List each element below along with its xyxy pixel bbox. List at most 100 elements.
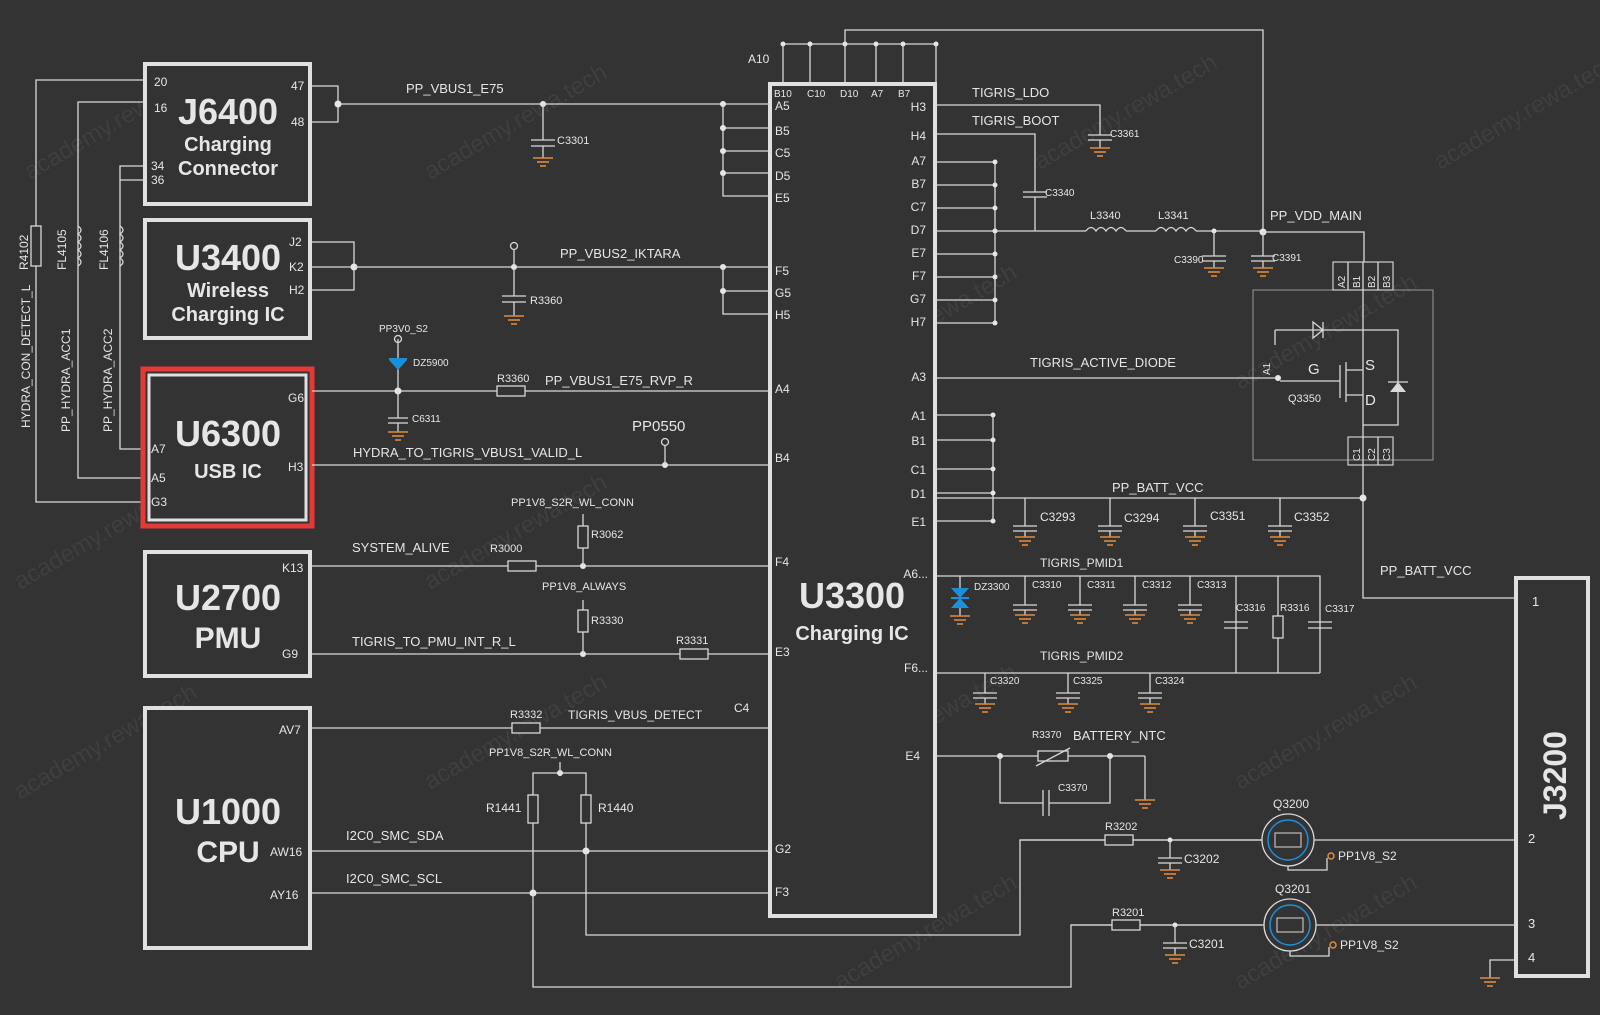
pin-label: G9 xyxy=(282,647,298,661)
u1000-line1: CPU xyxy=(196,836,259,869)
pp1v8-s2-label: PP1V8_S2 xyxy=(1340,938,1399,952)
pin-label: B7 xyxy=(898,89,911,100)
watermark: academy.rewa.tech xyxy=(420,59,612,186)
l3340-label: L3340 xyxy=(1090,210,1121,222)
resistor-symbol xyxy=(496,385,526,397)
pmid1-caps xyxy=(1013,576,1202,615)
pp1v8-s2r-wl-conn-label: PP1V8_S2R_WL_CONN xyxy=(489,747,612,759)
u1000-name: U1000 xyxy=(175,791,281,832)
u3400-line2: Charging IC xyxy=(171,304,284,326)
r3330-label: R3330 xyxy=(591,615,623,627)
pin-label: E7 xyxy=(911,246,926,260)
r3000-label: R3000 xyxy=(490,543,522,555)
j3200-name: J3200 xyxy=(1537,731,1573,820)
r4102-label: R4102 xyxy=(17,234,31,270)
q3350-label: Q3350 xyxy=(1288,393,1321,405)
zener-diode-symbol xyxy=(389,360,407,370)
pin-label: C3 xyxy=(1382,448,1393,461)
pin-label: D7 xyxy=(911,223,927,237)
chip-u6300[interactable]: U6300 USB IC G6 A7 A5 G3 H3 xyxy=(140,366,315,529)
wires-right: C3361 TIGRIS_LDO C3340 TIGRIS_BOOT L3340 xyxy=(935,85,1516,978)
c3310-label: C3310 xyxy=(1032,580,1062,591)
tigris-active-diode-label: TIGRIS_ACTIVE_DIODE xyxy=(1030,355,1176,370)
pp-batt-vcc-label-2: PP_BATT_VCC xyxy=(1380,563,1472,578)
resistor-symbol xyxy=(1111,919,1141,931)
c3293-label: C3293 xyxy=(1040,510,1076,524)
chip-u3300[interactable]: U3300 Charging IC A5 B5 C5 D5 E5 F5 G5 H… xyxy=(734,52,937,918)
pin-label: E5 xyxy=(775,191,790,205)
pp-hydra-acc2-label: PP_HYDRA_ACC2 xyxy=(101,328,115,432)
left-hydra-nets: R4102 FL4105 FL4106 HYDRA_CON_DETECT_L P… xyxy=(17,79,145,503)
inductor-symbol xyxy=(118,225,124,267)
inductor-symbol xyxy=(1085,226,1127,233)
pin-label: AW16 xyxy=(270,845,303,859)
pin-label: H3 xyxy=(911,100,927,114)
watermark: academy.rewa.tech xyxy=(1430,49,1600,176)
pin-label: B3 xyxy=(1382,275,1393,288)
r3360-label: R3360 xyxy=(530,295,562,307)
c3317-label: C3317 xyxy=(1325,604,1355,615)
watermark: academy.rewa.tech xyxy=(1230,669,1422,796)
zener-diode-symbol xyxy=(951,588,969,598)
mosfet-symbol xyxy=(1261,813,1315,867)
chip-u3400[interactable]: U3400 Wireless Charging IC J2 K2 H2 xyxy=(143,218,312,340)
pin-label: 4 xyxy=(1528,950,1535,965)
r3062-label: R3062 xyxy=(591,529,623,541)
pp1v8-s2r-wl-conn-label: PP1V8_S2R_WL_CONN xyxy=(511,497,634,509)
resistor-symbol xyxy=(507,560,537,572)
pin-label: H3 xyxy=(288,460,304,474)
hydra-to-tigris-label: HYDRA_TO_TIGRIS_VBUS1_VALID_L xyxy=(353,445,582,460)
c3312-label: C3312 xyxy=(1142,580,1172,591)
q3200-label: Q3200 xyxy=(1273,797,1309,811)
batt-caps xyxy=(1013,498,1292,537)
pin-label: 2 xyxy=(1528,831,1535,846)
tigris-ldo-label: TIGRIS_LDO xyxy=(972,85,1049,100)
pp0550-label: PP0550 xyxy=(632,418,685,435)
pin-label: B1 xyxy=(911,434,926,448)
c3294-label: C3294 xyxy=(1124,511,1160,525)
pin-label: H2 xyxy=(289,283,305,297)
u6300-name: U6300 xyxy=(175,413,281,454)
pmid2-caps xyxy=(973,673,1162,704)
q-gate-label: G xyxy=(1308,361,1320,378)
pin-label: F6... xyxy=(904,661,928,675)
pin-label: C2 xyxy=(1367,448,1378,461)
thermistor-symbol xyxy=(1037,750,1069,762)
resistor-symbol xyxy=(1272,615,1284,639)
pin-label: K2 xyxy=(289,260,304,274)
u3300-line1: Charging IC xyxy=(795,623,908,645)
r1441-label: R1441 xyxy=(486,801,522,815)
u2700-name: U2700 xyxy=(175,577,281,618)
pin-label: 47 xyxy=(291,79,305,93)
r3370-label: R3370 xyxy=(1032,730,1062,741)
u6300-line1: USB IC xyxy=(194,461,262,483)
pin-label: 3 xyxy=(1528,916,1535,931)
r3201-label: R3201 xyxy=(1112,907,1144,919)
c3202-label: C3202 xyxy=(1184,852,1220,866)
wires-left: C3301 PP_VBUS1_E75 R3360 PP_VBUS2_IKTARA… xyxy=(310,81,1262,988)
chip-j6400[interactable]: J6400 Charging Connector 20 16 34 36 47 … xyxy=(143,62,312,206)
resistor-symbol xyxy=(511,722,541,734)
chip-u1000[interactable]: U1000 CPU AV7 AW16 AY16 xyxy=(143,706,312,950)
j6400-line2: Connector xyxy=(178,158,278,180)
c3320-label: C3320 xyxy=(990,676,1020,687)
pin-label: 48 xyxy=(291,115,305,129)
pin-label: A7 xyxy=(911,154,926,168)
pin-label: A5 xyxy=(775,99,790,113)
pin-label: A2 xyxy=(1337,275,1348,288)
c3325-label: C3325 xyxy=(1073,676,1103,687)
pin-label: C7 xyxy=(911,200,927,214)
diode-symbol xyxy=(1312,320,1325,340)
connector-j3200[interactable]: J3200 1 2 3 4 xyxy=(1514,576,1590,978)
c3391-label: C3391 xyxy=(1272,253,1302,264)
resistor-symbol xyxy=(577,609,589,633)
pin-label: G3 xyxy=(151,495,167,509)
c3316-label: C3316 xyxy=(1236,603,1266,614)
c3201-label: C3201 xyxy=(1189,937,1225,951)
r3332-label: R3332 xyxy=(510,709,542,721)
c3361-label: C3361 xyxy=(1110,129,1140,140)
pin-label: K13 xyxy=(282,561,304,575)
chip-u2700[interactable]: U2700 PMU K13 G9 xyxy=(143,550,312,678)
mosfet-symbol xyxy=(1263,898,1317,952)
c3351-label: C3351 xyxy=(1210,509,1246,523)
